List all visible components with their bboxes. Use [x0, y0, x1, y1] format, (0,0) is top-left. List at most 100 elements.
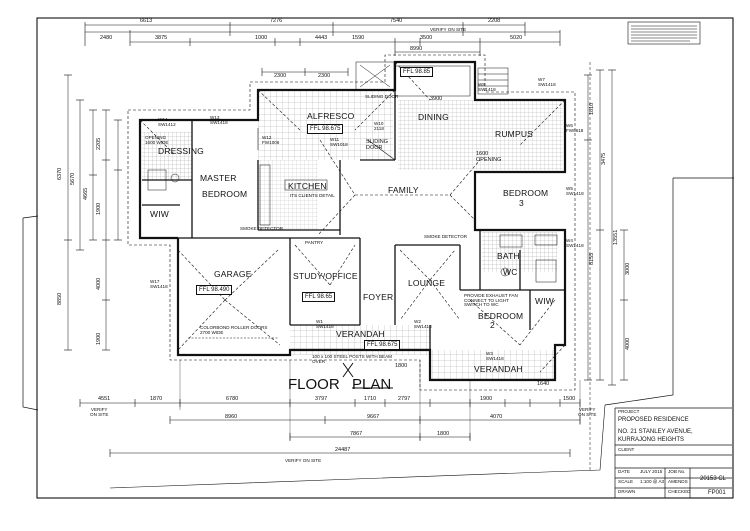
- tb-date-label: DATE: [618, 469, 630, 474]
- dim-top-row4-1: 2300: [274, 73, 287, 79]
- window-w10: W10 2118: [374, 121, 384, 131]
- exhaust-note: PROVIDE EXHAUST FAN CONNECT TO LIGHT SWI…: [464, 293, 518, 308]
- dim-left-4: 4665: [83, 187, 89, 200]
- ffl-alfresco: FFL 98.675: [307, 124, 344, 134]
- dim-right-2: 3475: [601, 152, 607, 165]
- dim-left-6: 1900: [96, 202, 102, 215]
- dim-top-row3-2: 3900: [430, 96, 443, 102]
- dim-top-row2-4: 4443: [315, 35, 328, 41]
- tb-job-no: 20153 CL: [700, 476, 727, 482]
- dim-top-row2-1: 2480: [100, 35, 113, 41]
- tb-drawn-label: DRAWN: [618, 489, 636, 494]
- tb-scale-label: SCALE: [618, 479, 634, 484]
- tb-address-1: NO. 21 STANLEY AVENUE,: [618, 429, 693, 435]
- room-alfresco: ALFRESCO: [307, 111, 355, 121]
- kitchen-tiles: [258, 160, 318, 230]
- dim-bottom-4: 3797: [315, 396, 328, 402]
- verify-top: VERIFY ON SITE: [430, 27, 467, 32]
- verify-bottom: VERIFY ON SITE: [285, 458, 322, 463]
- smoke-detector-left: SMOKE DETECTOR: [240, 226, 284, 231]
- window-w3: W3 SW1418: [486, 351, 504, 361]
- dim-top-row4-2: 2300: [318, 73, 331, 79]
- dim-top-row2-2: 3875: [155, 35, 168, 41]
- right-dimensions: [584, 69, 628, 386]
- tb-project-label: PROJECT: [618, 409, 640, 414]
- room-bath: BATH: [497, 251, 520, 261]
- sliding-door-top-note: SLIDING DOOR: [365, 94, 399, 99]
- window-w6: W6 FW0618: [566, 123, 584, 133]
- dim-top-row2-5: 1590: [352, 35, 365, 41]
- dim-bottom-9: 1500: [563, 396, 576, 402]
- room-verandah-front: VERANDAH: [336, 329, 385, 339]
- dim-right-1: 1810: [589, 102, 595, 115]
- window-w7: W7 SW1418: [538, 77, 556, 87]
- tb-amend-label: AMENDS: [668, 479, 688, 484]
- boundary-line-right: [604, 177, 734, 406]
- steps-top: [355, 61, 509, 97]
- dim-bottom-row3-2: 1800: [437, 431, 450, 437]
- floor-plan-title-plan: PLAN: [352, 376, 392, 393]
- room-wc: WC: [503, 267, 518, 277]
- window-w5: W5 SW1418: [566, 186, 584, 196]
- smoke-detector-right: SMOKE DETECTOR: [424, 234, 468, 239]
- dim-left-5: 2205: [96, 137, 102, 150]
- rumpus-tiles: [398, 100, 563, 170]
- room-family: FAMILY: [388, 185, 419, 195]
- dim-bottom-row2-1: 8960: [225, 414, 238, 420]
- room-master: MASTER: [200, 173, 237, 183]
- sliding-door-note: SLIDING DOOR: [366, 139, 389, 151]
- title-block: [614, 407, 732, 498]
- room-garage: GARAGE: [214, 269, 252, 279]
- dim-top-2: 7276: [270, 18, 283, 24]
- dim-bottom-3: 6780: [226, 396, 239, 402]
- tb-address-2: KURRAJONG HEIGHTS: [618, 437, 685, 443]
- kitchen-note: ITS CLIENTS DETAIL: [290, 193, 335, 198]
- dim-bottom-7: 1900: [480, 396, 493, 402]
- dim-left-7: 4000: [96, 277, 102, 290]
- room-bedroom2: BEDROOM: [478, 311, 524, 321]
- dim-bottom-row3-1: 7867: [350, 431, 363, 437]
- tb-project: PROPOSED RESIDENCE: [618, 417, 689, 423]
- dim-top-row3-1: 8990: [410, 46, 423, 52]
- ffl-top: FFL 98.85: [400, 67, 434, 77]
- ffl-verandah: FFL 98.675: [364, 340, 401, 350]
- posts-note: 100 x 100 STEEL POSTS WITH BEAM OVER: [312, 354, 392, 364]
- dim-bottom-row2-3: 4070: [490, 414, 503, 420]
- roller-door-note: COLORBOND ROLLER DOORS 2700 WIDE: [200, 325, 268, 335]
- window-w1: W1 SW1418: [316, 319, 334, 329]
- room-bedroom3: BEDROOM: [503, 188, 549, 198]
- window-w14: W14 SW1412: [158, 117, 176, 127]
- dim-left-1: 6370: [57, 167, 63, 180]
- boundary-line-left: [22, 215, 39, 411]
- dim-top-4: 2208: [488, 18, 501, 24]
- tb-client-label: CLIENT: [618, 447, 635, 452]
- room-bedroom3-num: 3: [519, 198, 524, 208]
- room-rumpus: RUMPUS: [495, 129, 534, 139]
- room-kitchen: KITCHEN: [288, 181, 327, 191]
- company-stamp: [627, 21, 701, 45]
- dim-bottom-row2-2: 9667: [367, 414, 380, 420]
- dim-bottom-5: 1710: [364, 396, 377, 402]
- dim-left-8: 1900: [96, 332, 102, 345]
- dim-top-row2-3: 1000: [255, 35, 268, 41]
- dim-bottom-8: 1640: [537, 381, 550, 387]
- tb-sheet-no: FP001: [708, 490, 726, 496]
- dim-right-6: 4000: [625, 337, 631, 350]
- bottom-dimensions: [79, 360, 581, 457]
- room-wiw-right: WIW: [535, 296, 555, 306]
- window-w12: W12 FW1006: [262, 135, 280, 145]
- dim-right-4: 13551: [613, 229, 619, 245]
- room-dining: DINING: [418, 112, 449, 122]
- window-w8: W8 SW1418: [478, 82, 496, 92]
- house-walls: [127, 54, 576, 391]
- tb-date-value: JULY 2015: [640, 469, 663, 474]
- room-study: STUDY/OFFICE: [293, 271, 358, 281]
- dim-top-row2-7: 5020: [510, 35, 523, 41]
- dim-bottom-1: 4551: [98, 396, 111, 402]
- verandah-right-tiles: [430, 350, 555, 380]
- dim-left-3: 8850: [57, 292, 63, 305]
- floor-plan-title-floor: FLOOR: [288, 376, 340, 393]
- window-w2: W2 SW1418: [414, 319, 432, 329]
- room-wiw-left: WIW: [150, 209, 170, 219]
- dim-left-2: 5670: [70, 172, 76, 185]
